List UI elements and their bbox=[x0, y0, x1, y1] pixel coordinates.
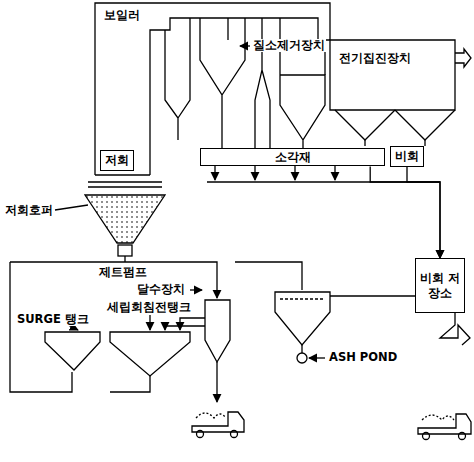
esp-label: 전기집진장치 bbox=[338, 52, 412, 65]
ash-collection-box: 소각재 bbox=[200, 148, 385, 166]
settling-tank-label: 세립회침전탱크 bbox=[106, 301, 192, 314]
boiler-label: 보일러 bbox=[103, 9, 141, 22]
surge-tank-label: SURGE 탱크 bbox=[16, 313, 90, 326]
dewatering-label: 달수장치 bbox=[136, 283, 186, 296]
node-text: 소각재 bbox=[275, 150, 311, 164]
hopper-label: 저회호퍼 bbox=[4, 204, 54, 217]
denox-label: 질소제거장치 bbox=[252, 39, 326, 52]
node-text: 저회 bbox=[105, 153, 129, 167]
fly-ash-box: 비회 bbox=[390, 146, 424, 167]
node-text: 비회 저장소 bbox=[419, 271, 461, 300]
fly-ash-storage-box: 비회 저장소 bbox=[415, 258, 465, 313]
flow-connector bbox=[407, 167, 440, 258]
bottom-ash-box: 저회 bbox=[100, 150, 134, 171]
jet-pump-label: 제트펌프 bbox=[98, 266, 148, 279]
flow-connector bbox=[370, 166, 440, 258]
ash-pond-label: ASH POND bbox=[328, 351, 398, 364]
node-text: 비회 bbox=[395, 149, 419, 163]
